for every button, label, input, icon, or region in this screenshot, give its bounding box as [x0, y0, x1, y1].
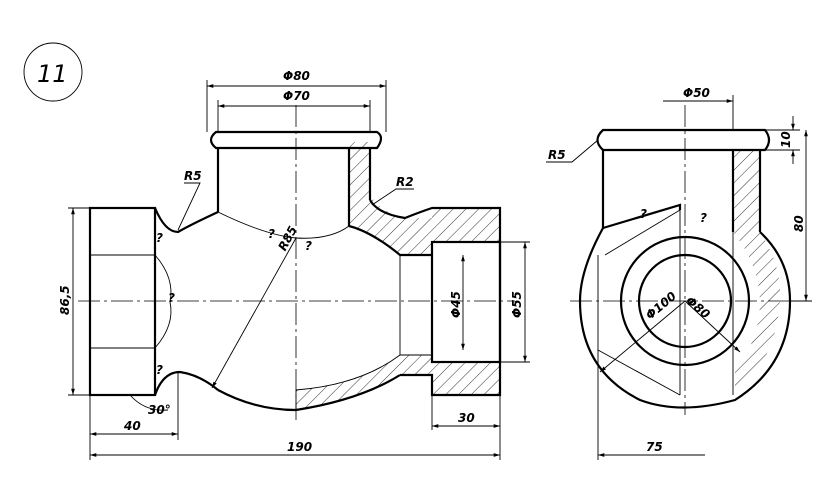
unknown-mark: ?: [305, 239, 312, 253]
hatch-top-right-wall: [349, 142, 500, 255]
problem-number: 11: [37, 60, 68, 88]
unknown-mark: ?: [156, 231, 163, 245]
dim-d45-label: Φ45: [449, 291, 463, 318]
unknown-mark: ?: [156, 363, 163, 377]
dim-r5-side-label: R5: [548, 148, 566, 162]
dim-40-label: 40: [123, 419, 141, 433]
dim-d100-label: Φ100: [643, 289, 679, 322]
dim-86-5-label: 86,5: [58, 285, 72, 315]
front-view: Φ80 Φ70 R5 R2 R85 Φ45 Φ55 86,5 40: [58, 69, 530, 460]
right-bore: [430, 240, 502, 364]
dim-d80-label: Φ80: [283, 69, 310, 83]
dim-r2-label: R2: [396, 175, 414, 189]
side-view: Φ50 R5 10 80 Φ100 Φ80 75 ? ?: [546, 86, 812, 460]
hatch-bottom-right-wall: [296, 355, 500, 410]
dim-30-label: 30: [458, 411, 475, 425]
dim-30deg-label: 30°: [148, 403, 171, 417]
dim-d80-side-label: Φ80: [683, 294, 713, 322]
problem-number-badge: 11: [23, 42, 83, 102]
unknown-mark: ?: [640, 207, 647, 221]
dim-d50-label: Φ50: [683, 86, 710, 100]
dim-d55-label: Φ55: [510, 291, 524, 318]
left-end-box: [88, 206, 157, 397]
dim-r5-front-label: R5: [184, 169, 202, 183]
dim-10-label: 10: [779, 131, 793, 148]
dim-80-label: 80: [792, 215, 806, 232]
dim-190-label: 190: [287, 440, 312, 454]
unknown-mark: ?: [268, 227, 275, 241]
unknown-mark: ?: [168, 291, 175, 305]
dim-d70-label: Φ70: [283, 89, 310, 103]
hatch-side-wall: [733, 150, 781, 395]
unknown-mark: ?: [700, 211, 707, 225]
top-flange: [209, 130, 383, 150]
dim-75-label: 75: [646, 440, 663, 454]
